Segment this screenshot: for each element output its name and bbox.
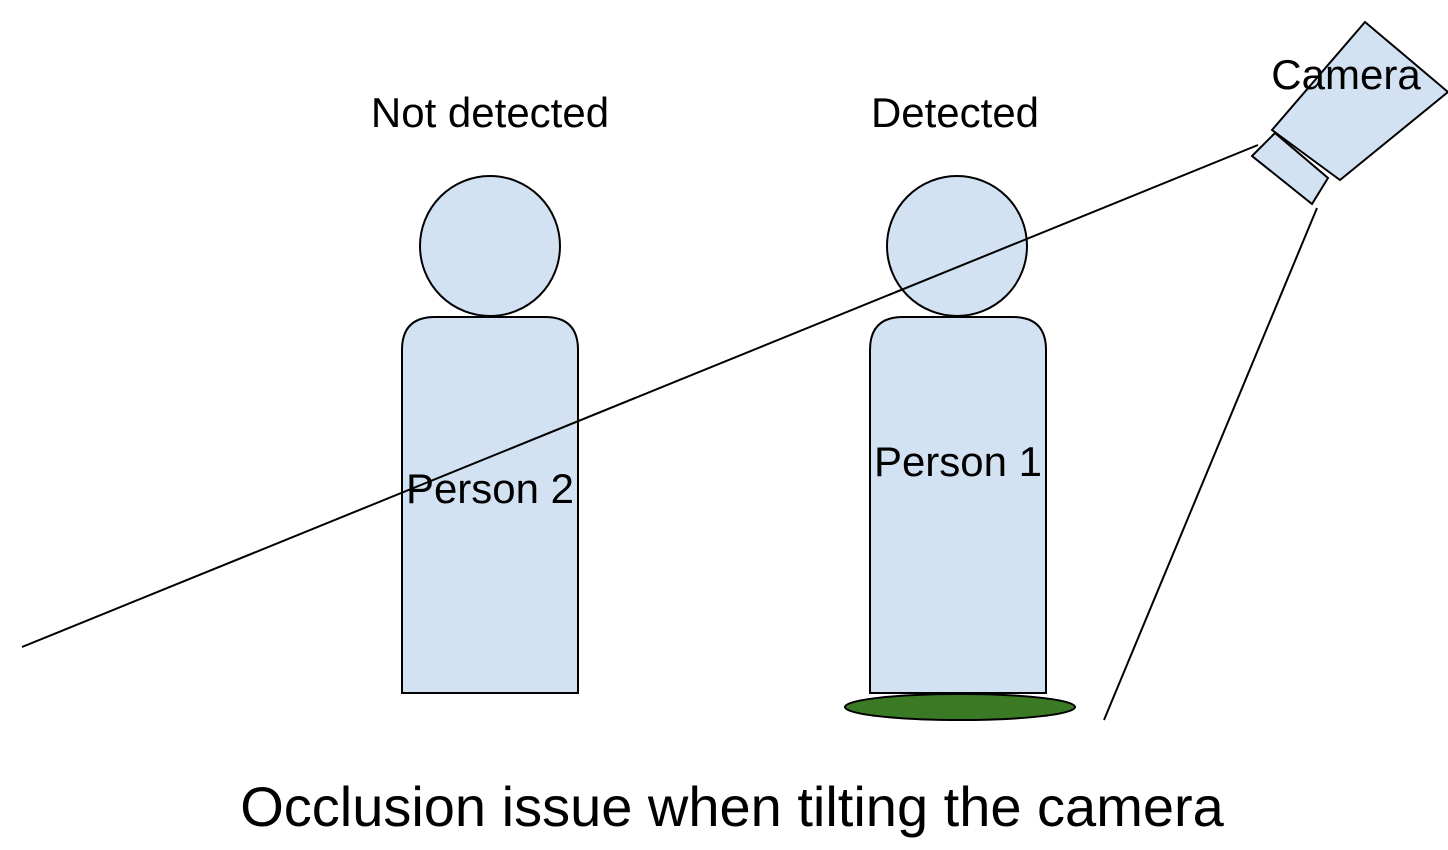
field-of-view-upper-line: [21, 144, 1259, 648]
detected-label: Detected: [871, 89, 1039, 136]
camera-lens: [1250, 131, 1330, 206]
person-1-body: [869, 316, 1047, 694]
field-of-view-lower-line: [1103, 207, 1318, 721]
camera-body: [1270, 20, 1448, 182]
person-2-body: [401, 316, 579, 694]
person-2-head: [419, 175, 561, 317]
person-2-label: Person 2: [406, 465, 574, 512]
camera-label: Camera: [1271, 51, 1421, 98]
diagram-caption: Occlusion issue when tilting the camera: [240, 775, 1224, 838]
person-2-figure: [401, 175, 579, 694]
person-1-label: Person 1: [874, 438, 1042, 485]
camera-icon: [1250, 20, 1448, 206]
ground-spot: [844, 693, 1076, 721]
person-1-figure: [869, 175, 1047, 694]
not-detected-label: Not detected: [371, 89, 609, 136]
person-1-head: [886, 175, 1028, 317]
